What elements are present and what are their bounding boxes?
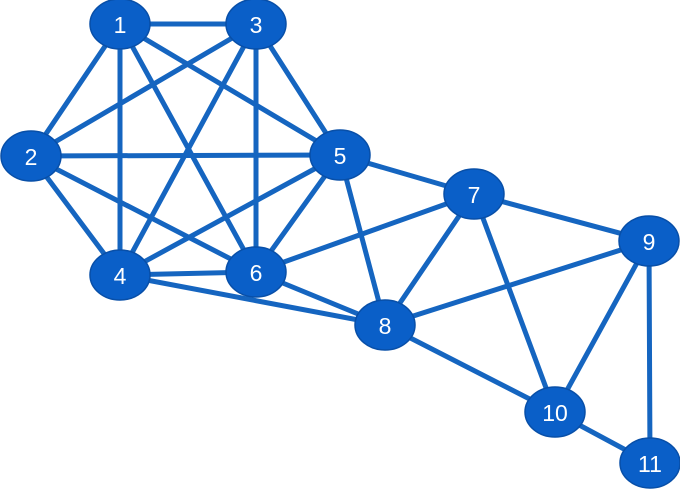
edge-1-5 xyxy=(117,21,343,158)
node-6: 6 xyxy=(225,246,287,298)
edge-5-8 xyxy=(337,152,388,328)
node-shape xyxy=(619,437,680,489)
node-1: 1 xyxy=(89,0,151,50)
edge-8-9 xyxy=(382,238,652,328)
node-label: 4 xyxy=(114,263,127,289)
node-11: 11 xyxy=(619,437,680,489)
edge-7-10 xyxy=(471,191,558,415)
node-10: 10 xyxy=(524,386,586,438)
node-shape xyxy=(225,246,287,298)
edge-2-3 xyxy=(28,21,259,159)
node-4: 4 xyxy=(89,249,151,301)
edge-3-4 xyxy=(117,21,259,278)
node-shape xyxy=(89,0,151,50)
node-label: 3 xyxy=(250,12,263,38)
node-7: 7 xyxy=(443,168,505,220)
node-5: 5 xyxy=(309,129,371,181)
node-shape xyxy=(443,168,505,220)
node-label: 11 xyxy=(638,451,662,477)
edge-8-10 xyxy=(382,322,558,415)
edge-2-6 xyxy=(28,153,259,275)
edge-9-10 xyxy=(552,238,652,415)
node-3: 3 xyxy=(225,0,287,50)
edge-4-8 xyxy=(117,272,388,328)
edge-4-5 xyxy=(117,152,343,278)
node-label: 6 xyxy=(250,260,263,286)
node-shape xyxy=(0,130,62,182)
node-label: 8 xyxy=(379,313,392,339)
node-label: 7 xyxy=(468,182,481,208)
node-shape xyxy=(225,0,287,50)
node-label: 9 xyxy=(643,229,656,255)
node-label: 10 xyxy=(542,400,568,426)
node-2: 2 xyxy=(0,130,62,182)
edge-9-11 xyxy=(646,238,653,466)
node-shape xyxy=(309,129,371,181)
node-shape xyxy=(524,386,586,438)
edge-6-7 xyxy=(253,191,477,275)
node-8: 8 xyxy=(354,299,416,351)
node-shape xyxy=(618,215,680,267)
node-label: 5 xyxy=(334,143,347,169)
node-shape xyxy=(89,249,151,301)
node-9: 9 xyxy=(618,215,680,267)
node-label: 1 xyxy=(114,12,127,38)
node-shape xyxy=(354,299,416,351)
node-label: 2 xyxy=(25,144,38,170)
